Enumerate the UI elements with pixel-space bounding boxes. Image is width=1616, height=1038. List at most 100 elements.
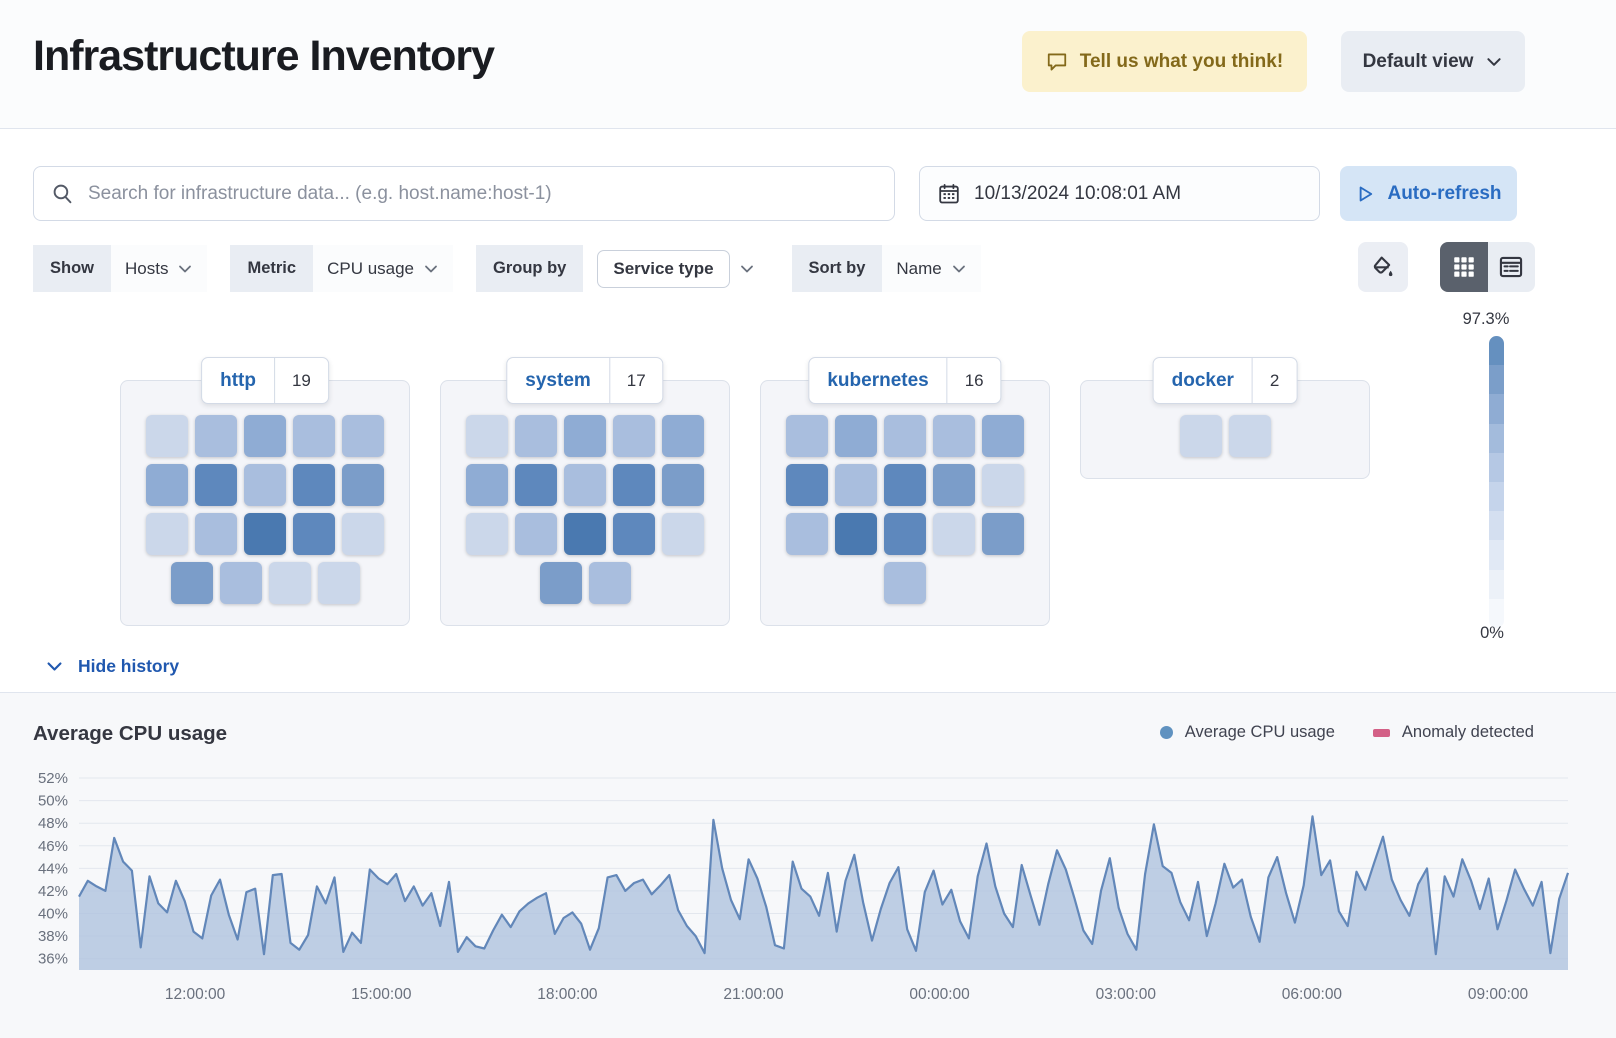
svg-text:03:00:00: 03:00:00 — [1096, 986, 1157, 1003]
history-toggle-row: Hide history — [0, 640, 1616, 693]
svg-text:21:00:00: 21:00:00 — [723, 986, 784, 1003]
host-tile[interactable] — [564, 513, 606, 555]
host-tile[interactable] — [982, 415, 1024, 457]
host-tile[interactable] — [244, 513, 286, 555]
show-select[interactable]: Hosts — [111, 245, 208, 292]
host-tile[interactable] — [835, 415, 877, 457]
host-tile[interactable] — [244, 415, 286, 457]
host-tile[interactable] — [466, 513, 508, 555]
group-count: 2 — [1269, 370, 1280, 390]
group-count: 19 — [291, 370, 311, 390]
tile-row — [145, 513, 385, 555]
badge-divider — [1251, 358, 1253, 403]
host-tile[interactable] — [933, 464, 975, 506]
feedback-button[interactable]: Tell us what you think! — [1022, 31, 1307, 92]
search-bar[interactable] — [33, 166, 895, 221]
datetime-value: 10/13/2024 10:08:01 AM — [974, 182, 1182, 204]
host-tile[interactable] — [293, 513, 335, 555]
host-tile[interactable] — [293, 464, 335, 506]
host-tile[interactable] — [539, 562, 582, 604]
host-tile[interactable] — [146, 464, 188, 506]
legend-item-anomaly[interactable]: Anomaly detected — [1372, 723, 1534, 742]
host-tile[interactable] — [933, 415, 975, 457]
group-name-link[interactable]: kubernetes — [827, 369, 929, 391]
host-tile[interactable] — [884, 415, 926, 457]
date-picker[interactable]: 10/13/2024 10:08:01 AM — [919, 166, 1320, 221]
host-tile[interactable] — [884, 562, 926, 604]
sort-by-control: Sort by Name — [791, 245, 981, 292]
host-tile[interactable] — [219, 562, 262, 604]
legend-label: Anomaly detected — [1401, 723, 1534, 741]
host-tile[interactable] — [662, 464, 704, 506]
host-tile[interactable] — [662, 513, 704, 555]
svg-text:44%: 44% — [38, 860, 68, 877]
color-palette-button[interactable] — [1358, 242, 1408, 292]
metric-control: Metric CPU usage — [230, 245, 454, 292]
host-tile[interactable] — [195, 513, 237, 555]
host-tile[interactable] — [835, 513, 877, 555]
host-tile[interactable] — [515, 464, 557, 506]
host-tile[interactable] — [342, 513, 384, 555]
group-by-value[interactable]: Service type — [597, 249, 730, 288]
host-tile[interactable] — [786, 415, 828, 457]
host-tile[interactable] — [195, 415, 237, 457]
host-tile[interactable] — [1179, 415, 1222, 457]
grid-icon — [1454, 257, 1474, 277]
filter-bar: Show Hosts Metric CPU usage Group by Ser… — [33, 245, 1004, 292]
host-tile[interactable] — [613, 415, 655, 457]
host-tile[interactable] — [466, 464, 508, 506]
tile-row — [465, 562, 705, 604]
group-name-link[interactable]: docker — [1171, 369, 1234, 391]
host-tile[interactable] — [884, 464, 926, 506]
host-tile[interactable] — [835, 464, 877, 506]
host-tile[interactable] — [933, 513, 975, 555]
host-tile[interactable] — [613, 464, 655, 506]
default-view-button[interactable]: Default view — [1341, 31, 1525, 92]
host-tile[interactable] — [342, 464, 384, 506]
calendar-icon — [939, 183, 959, 203]
show-value: Hosts — [125, 258, 169, 278]
host-tile[interactable] — [786, 464, 828, 506]
host-tile[interactable] — [564, 415, 606, 457]
host-tile[interactable] — [982, 464, 1024, 506]
grid-view-button[interactable] — [1440, 242, 1488, 292]
tile-row — [465, 415, 705, 457]
paint-fill-icon — [1373, 256, 1393, 277]
auto-refresh-button[interactable]: Auto-refresh — [1340, 166, 1517, 221]
host-tile[interactable] — [613, 513, 655, 555]
sort-by-select[interactable]: Name — [882, 245, 981, 292]
host-tile[interactable] — [1228, 415, 1271, 457]
host-tile[interactable] — [342, 415, 384, 457]
host-tile[interactable] — [884, 513, 926, 555]
service-group-http: http 19 — [120, 357, 410, 626]
host-tile[interactable] — [662, 415, 704, 457]
host-tile[interactable] — [564, 464, 606, 506]
host-tile[interactable] — [146, 513, 188, 555]
host-tile[interactable] — [195, 464, 237, 506]
badge-divider — [273, 358, 275, 403]
host-tile[interactable] — [588, 562, 631, 604]
table-view-button[interactable] — [1487, 242, 1535, 292]
host-tile[interactable] — [293, 415, 335, 457]
group-name-link[interactable]: http — [220, 369, 256, 391]
host-tile[interactable] — [515, 513, 557, 555]
host-tile[interactable] — [786, 513, 828, 555]
host-tile[interactable] — [982, 513, 1024, 555]
host-tile[interactable] — [244, 464, 286, 506]
host-tile[interactable] — [317, 562, 360, 604]
search-input[interactable] — [88, 182, 876, 205]
host-tile[interactable] — [146, 415, 188, 457]
host-tile[interactable] — [515, 415, 557, 457]
host-tile[interactable] — [268, 562, 311, 604]
group-name-link[interactable]: system — [525, 369, 591, 391]
legend-item-avg-cpu[interactable]: Average CPU usage — [1159, 723, 1335, 742]
host-tile[interactable] — [466, 415, 508, 457]
hide-history-link[interactable]: Hide history — [45, 656, 179, 677]
metric-select[interactable]: CPU usage — [313, 245, 454, 292]
svg-text:12:00:00: 12:00:00 — [165, 986, 226, 1003]
host-tile[interactable] — [170, 562, 213, 604]
group-by-select[interactable]: Service type — [583, 245, 768, 292]
